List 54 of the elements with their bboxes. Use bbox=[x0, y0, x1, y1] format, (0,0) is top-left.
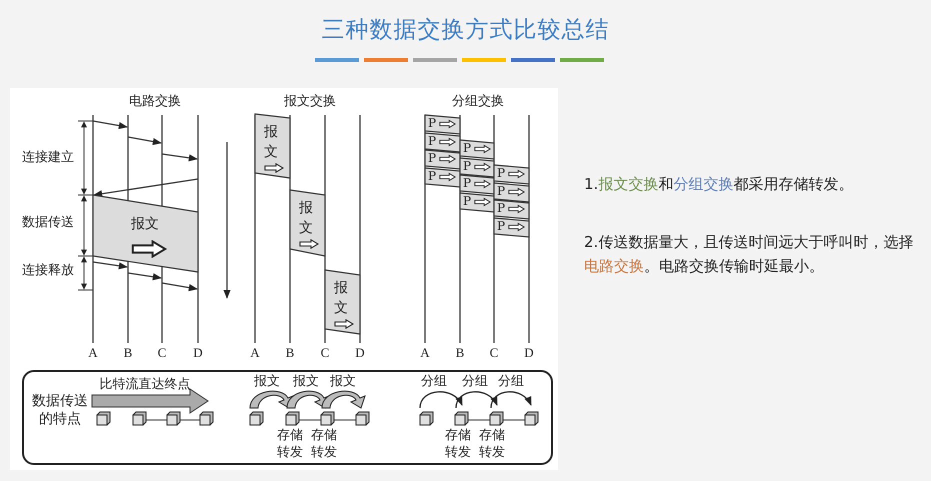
message-block bbox=[325, 270, 360, 334]
label: 存储转发 bbox=[276, 427, 304, 461]
feature-panel bbox=[22, 370, 553, 465]
label: 数据传送 bbox=[22, 214, 74, 231]
label: D bbox=[524, 345, 534, 361]
label: B bbox=[124, 345, 132, 361]
label: 存储转发 bbox=[310, 427, 338, 461]
node-text: P bbox=[428, 134, 436, 148]
label: 存储转发 bbox=[444, 427, 472, 461]
node-text: 报文 bbox=[299, 199, 314, 238]
message-block bbox=[290, 190, 325, 256]
node-text: P bbox=[497, 166, 506, 181]
node-text: 报文 bbox=[131, 217, 159, 232]
label: 连接释放 bbox=[22, 262, 74, 279]
label: 分组 bbox=[498, 373, 524, 390]
node-text: P bbox=[463, 158, 472, 174]
note-text: 1.报文交换和分组交换都采用存储转发。 bbox=[584, 174, 854, 195]
label: A bbox=[250, 345, 260, 361]
label: 电路交换 bbox=[129, 93, 181, 110]
node-text: P bbox=[428, 151, 436, 166]
note-text: 2.传送数据量大，且传送时间远大于呼叫时，选择电路交换。电路交换传输时延最小。 bbox=[584, 232, 914, 277]
label: C bbox=[158, 345, 166, 361]
label: 报文交换 bbox=[284, 93, 336, 110]
label: C bbox=[320, 345, 330, 361]
label: D bbox=[355, 345, 365, 361]
label: D bbox=[193, 345, 203, 361]
label: 分组 bbox=[462, 373, 488, 390]
label: 报文 bbox=[254, 373, 280, 390]
node-text: 数据传送的特点 bbox=[32, 392, 88, 428]
label: 比特流直达终点 bbox=[100, 376, 190, 393]
node-text: P bbox=[463, 194, 472, 208]
label: A bbox=[88, 345, 98, 361]
node-text: 报文 bbox=[264, 123, 279, 162]
node-text: P bbox=[497, 218, 506, 234]
node-text: P bbox=[428, 116, 436, 131]
data-band bbox=[93, 195, 198, 272]
node-text: P bbox=[497, 201, 506, 216]
label: 存储转发 bbox=[478, 427, 506, 461]
label: 分组交换 bbox=[452, 93, 504, 110]
label: C bbox=[490, 345, 498, 361]
label: 分组 bbox=[421, 373, 447, 390]
label: B bbox=[456, 345, 464, 361]
message-block bbox=[255, 114, 290, 178]
node-text: P bbox=[428, 168, 436, 184]
node-text: 报文 bbox=[334, 279, 349, 318]
title: 三种数据交换方式比较总结 bbox=[320, 16, 610, 45]
label: 报文 bbox=[293, 373, 319, 390]
label: A bbox=[420, 345, 430, 361]
label: 连接建立 bbox=[22, 149, 74, 166]
node-text: P bbox=[497, 184, 506, 198]
node-text: P bbox=[463, 141, 472, 156]
node-text: P bbox=[463, 176, 472, 191]
label: 报文 bbox=[330, 373, 356, 390]
label: B bbox=[286, 345, 294, 361]
